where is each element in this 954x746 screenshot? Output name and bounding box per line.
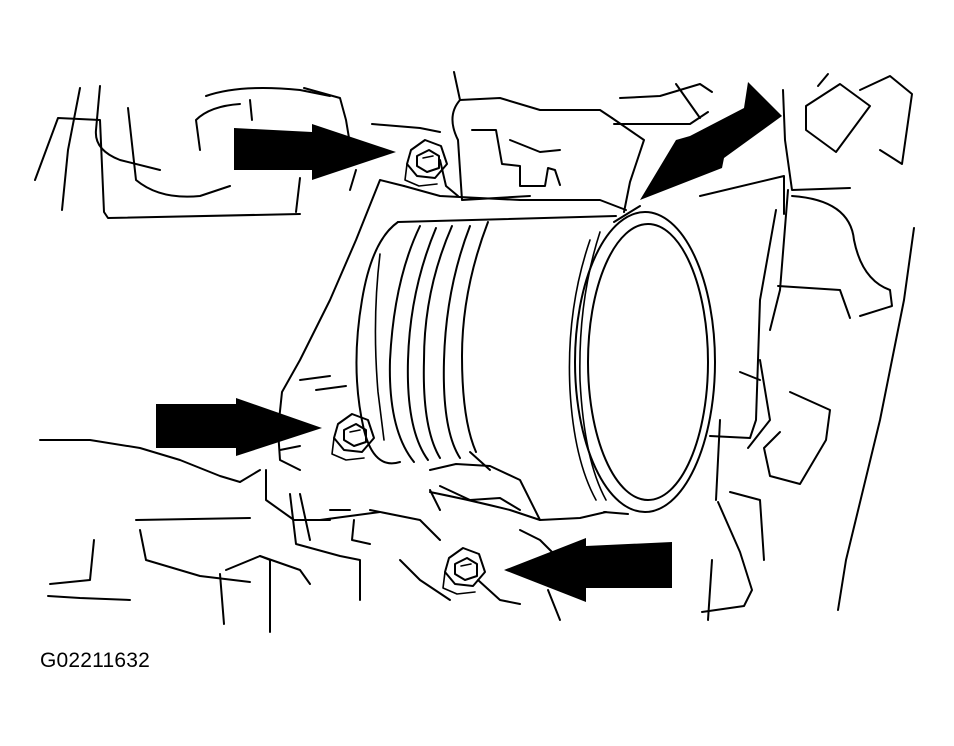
- arrow-upper-bolt: [234, 124, 396, 180]
- figure-id-label: G02211632: [40, 649, 151, 672]
- mounting-plate: [277, 179, 627, 521]
- arrow-duct-flange: [640, 82, 782, 200]
- engine-background-lines: [34, 71, 915, 633]
- arrow-lower-bolt: [504, 538, 672, 602]
- bolt-upper: [404, 139, 448, 187]
- bolt-lower: [442, 547, 486, 595]
- support-bracket: [699, 175, 785, 439]
- arrow-middle-bolt: [156, 398, 322, 456]
- air-duct: [355, 205, 716, 521]
- bolt-middle: [331, 413, 375, 461]
